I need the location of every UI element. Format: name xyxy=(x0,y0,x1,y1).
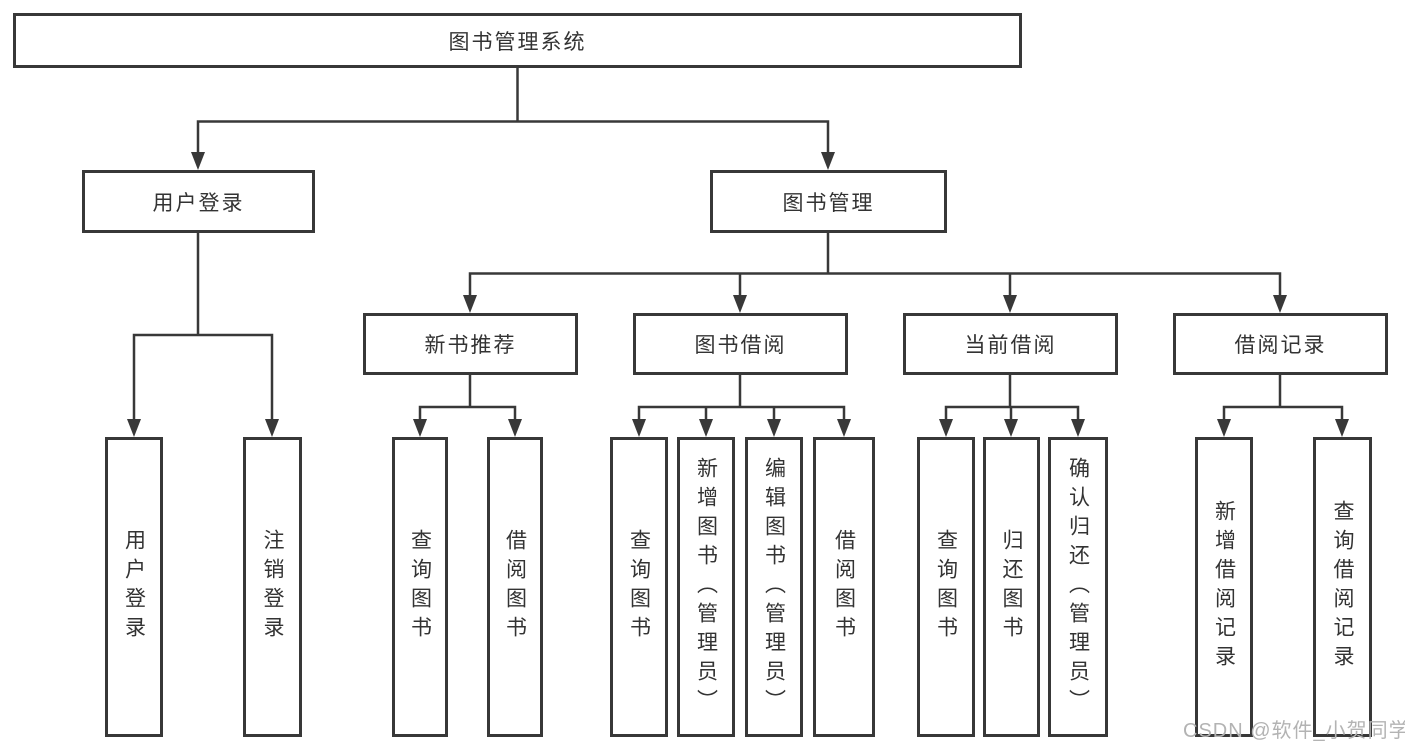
node-user-login-label: 用户登录 xyxy=(152,191,245,215)
leaf-user-login: 用户登录 xyxy=(105,437,163,737)
leaf-logout-label: 注销登录 xyxy=(261,529,284,645)
leaf-borrow-books-recommend: 借阅图书 xyxy=(487,437,543,737)
node-book-borrowing-label: 图书借阅 xyxy=(694,334,787,357)
node-new-book-recommend: 新书推荐 xyxy=(363,313,578,375)
leaf-borrow-books-borrowing: 借阅图书 xyxy=(813,437,875,737)
leaf-query-books-current: 查询图书 xyxy=(917,437,975,737)
leaf-query-books-borrowing-label: 查询图书 xyxy=(627,529,651,645)
leaf-add-borrow-record: 新增借阅记录 xyxy=(1195,437,1253,737)
node-book-management: 图书管理 xyxy=(710,170,947,233)
leaf-borrow-books-borrowing-label: 借阅图书 xyxy=(832,529,856,645)
leaf-query-borrow-record: 查询借阅记录 xyxy=(1313,437,1372,737)
node-root-system-label: 图书管理系统 xyxy=(448,30,587,54)
node-new-book-recommend-label: 新书推荐 xyxy=(424,334,517,357)
node-borrowing-records-label: 借阅记录 xyxy=(1234,334,1327,357)
leaf-edit-book-admin-label: 编辑图书（管理员） xyxy=(762,456,786,718)
leaf-add-borrow-record-label: 新增借阅记录 xyxy=(1212,500,1236,674)
leaf-query-books-recommend-label: 查询图书 xyxy=(408,529,432,645)
node-book-borrowing: 图书借阅 xyxy=(633,313,848,375)
leaf-query-books-current-label: 查询图书 xyxy=(934,529,958,645)
leaf-borrow-books-recommend-label: 借阅图书 xyxy=(503,529,527,645)
node-book-management-label: 图书管理 xyxy=(782,191,875,215)
leaf-logout: 注销登录 xyxy=(243,437,302,737)
leaf-query-books-recommend: 查询图书 xyxy=(392,437,448,737)
leaf-user-login-label: 用户登录 xyxy=(122,529,146,645)
leaf-confirm-return-admin-label: 确认归还（管理员） xyxy=(1066,456,1090,718)
node-borrowing-records: 借阅记录 xyxy=(1173,313,1388,375)
watermark-text: CSDN @软件_小贺同学 xyxy=(1183,720,1405,742)
leaf-add-book-admin-label: 新增图书（管理员） xyxy=(694,456,718,718)
leaf-return-books: 归还图书 xyxy=(983,437,1040,737)
leaf-query-borrow-record-label: 查询借阅记录 xyxy=(1331,500,1354,674)
node-current-borrowing-label: 当前借阅 xyxy=(964,334,1057,357)
leaf-return-books-label: 归还图书 xyxy=(1000,529,1023,645)
leaf-query-books-borrowing: 查询图书 xyxy=(610,437,668,737)
node-user-login: 用户登录 xyxy=(82,170,315,233)
node-root-system: 图书管理系统 xyxy=(13,13,1022,68)
leaf-add-book-admin: 新增图书（管理员） xyxy=(677,437,735,737)
leaf-edit-book-admin: 编辑图书（管理员） xyxy=(745,437,803,737)
node-current-borrowing: 当前借阅 xyxy=(903,313,1118,375)
leaf-confirm-return-admin: 确认归还（管理员） xyxy=(1048,437,1108,737)
